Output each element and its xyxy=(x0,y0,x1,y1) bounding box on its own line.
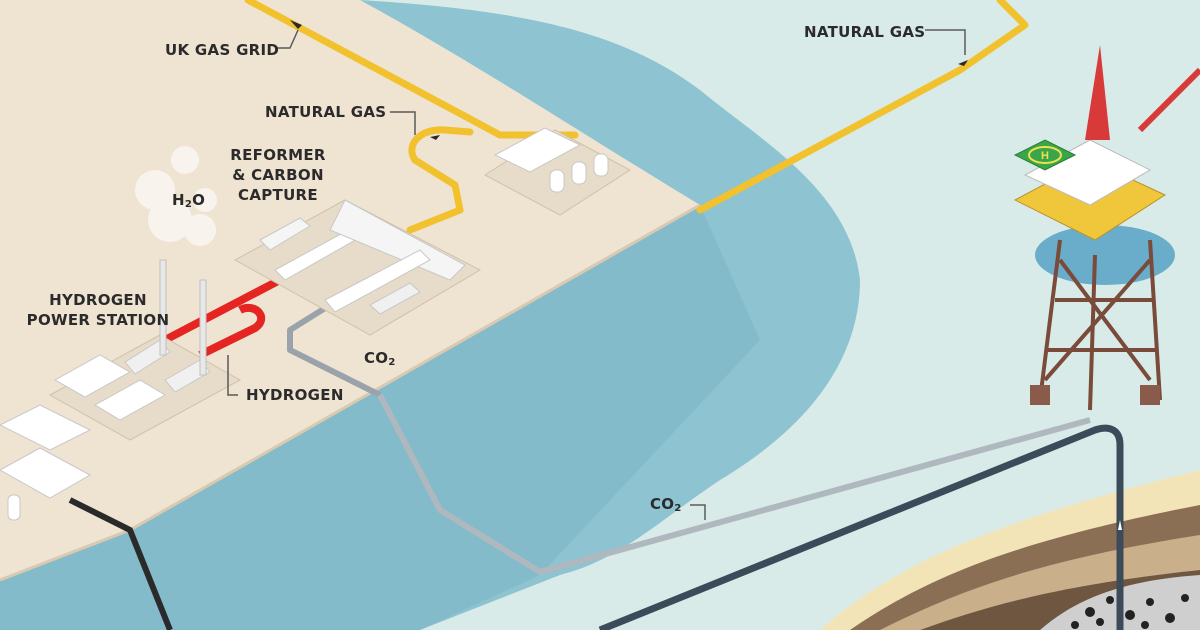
h2o-sub: 2 xyxy=(184,199,193,210)
label-reformer-line3: CAPTURE xyxy=(238,186,318,204)
export-cable xyxy=(68,497,173,630)
reformer-plant xyxy=(233,199,482,336)
flow-arrow-icon xyxy=(1118,520,1122,530)
label-hydrogen-power-line2: POWER STATION xyxy=(26,311,170,329)
label-h2o: H2O xyxy=(172,190,205,215)
co2-onshore-sub: 2 xyxy=(388,357,396,368)
flow-arrow-icon xyxy=(290,20,968,140)
label-hydrogen-power-station: HYDROGEN POWER STATION xyxy=(18,290,178,330)
hydrogen-power-station xyxy=(48,259,242,441)
offshore-platform: H xyxy=(1013,45,1200,411)
co2-onshore-main: CO xyxy=(364,349,389,367)
helipad-H-icon: H xyxy=(1041,150,1049,162)
injection-riser xyxy=(598,424,1124,630)
label-co2-offshore: CO2 xyxy=(650,494,682,519)
sea-depth-layer xyxy=(0,205,760,630)
h2o-main: H xyxy=(172,191,185,209)
co2-offshore-main: CO xyxy=(650,495,675,513)
label-natural-gas-onshore: NATURAL GAS xyxy=(265,103,387,121)
label-uk-gas-grid: UK GAS GRID xyxy=(165,41,280,59)
label-reformer-carbon-capture: REFORMER & CARBON CAPTURE xyxy=(228,145,328,205)
substation xyxy=(0,404,92,521)
gas-terminal xyxy=(484,127,631,216)
label-hydrogen: HYDROGEN xyxy=(246,386,344,404)
h2o-tail: O xyxy=(192,191,206,209)
co2-onshore-pipeline xyxy=(287,302,382,398)
label-reformer-line1: REFORMER xyxy=(230,146,326,164)
hydrogen-pipeline xyxy=(163,276,282,359)
label-hydrogen-power-line1: HYDROGEN xyxy=(49,291,147,309)
label-reformer-line2: & CARBON xyxy=(232,166,324,184)
co2-subsea-pipeline xyxy=(377,393,1091,575)
co2-offshore-sub: 2 xyxy=(674,503,682,514)
storage-rock-pores xyxy=(1071,594,1189,629)
steam-plume xyxy=(135,146,217,246)
leader-lines xyxy=(227,29,966,520)
label-natural-gas-offshore: NATURAL GAS xyxy=(804,23,926,41)
label-co2-onshore: CO2 xyxy=(364,348,396,373)
